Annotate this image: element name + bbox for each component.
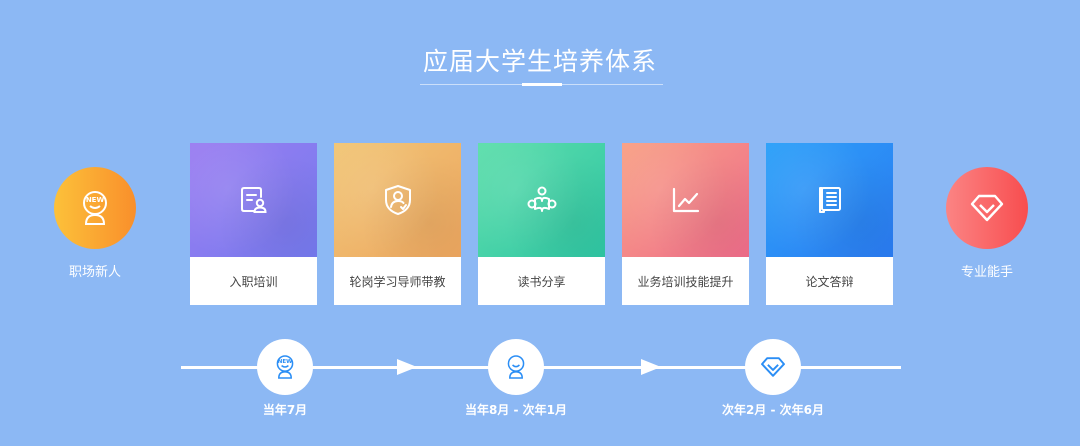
stage-banner bbox=[478, 143, 605, 257]
page-title: 应届大学生培养体系 bbox=[422, 47, 657, 76]
stage-card-thesis-defense[interactable]: 论文答辩 bbox=[766, 143, 893, 305]
milestone-badge: NEW bbox=[257, 339, 313, 395]
timeline-arrow bbox=[397, 359, 417, 375]
milestone-badge bbox=[745, 339, 801, 395]
stage-label: 入职培训 bbox=[229, 274, 278, 289]
end-endpoint-badge bbox=[946, 167, 1028, 249]
diamond-icon bbox=[761, 357, 785, 377]
smile-person-icon bbox=[507, 355, 525, 379]
start-endpoint: NEW 职场新人 bbox=[54, 167, 136, 280]
new-person-icon: NEW bbox=[276, 355, 294, 379]
line-chart-icon bbox=[672, 187, 699, 213]
stage-banner bbox=[766, 143, 893, 257]
svg-text:NEW: NEW bbox=[278, 359, 292, 365]
stage-card-rotation-mentoring[interactable]: 轮岗学习导师带教 bbox=[334, 143, 461, 305]
stage-banner bbox=[622, 143, 749, 257]
stage-label: 轮岗学习导师带教 bbox=[349, 274, 446, 289]
stage-card-skills-training[interactable]: 业务培训技能提升 bbox=[622, 143, 749, 305]
milestone-label: 当年8月 - 次年1月 bbox=[464, 403, 568, 417]
stage-label: 业务培训技能提升 bbox=[637, 274, 734, 289]
reading-person-icon bbox=[527, 186, 556, 212]
start-endpoint-badge: NEW bbox=[54, 167, 136, 249]
start-endpoint-label: 职场新人 bbox=[68, 265, 121, 280]
milestone-aug-jan: 当年8月 - 次年1月 bbox=[436, 339, 596, 418]
title-accent-bar bbox=[522, 83, 562, 86]
svg-text:NEW: NEW bbox=[86, 196, 105, 204]
new-person-icon: NEW bbox=[83, 191, 107, 225]
stage-banner bbox=[190, 143, 317, 257]
milestone-label: 次年2月 - 次年6月 bbox=[721, 403, 825, 417]
stage-label: 论文答辩 bbox=[805, 274, 854, 289]
milestone-badge bbox=[488, 339, 544, 395]
timeline-arrow bbox=[641, 359, 661, 375]
document-person-icon bbox=[240, 187, 267, 213]
end-endpoint-label: 专业能手 bbox=[960, 265, 1013, 280]
milestone-feb-jun: 次年2月 - 次年6月 bbox=[693, 339, 853, 418]
scroll-icon bbox=[818, 187, 841, 213]
shield-person-icon bbox=[384, 185, 411, 215]
end-endpoint: 专业能手 bbox=[946, 167, 1028, 280]
stage-banner bbox=[334, 143, 461, 257]
stage-card-book-sharing[interactable]: 读书分享 bbox=[478, 143, 605, 305]
milestone-label: 当年7月 bbox=[262, 403, 308, 417]
diamond-icon bbox=[970, 194, 1004, 222]
milestone-july: NEW 当年7月 bbox=[205, 339, 365, 418]
stage-card-onboarding[interactable]: 入职培训 bbox=[190, 143, 317, 305]
stage-label: 读书分享 bbox=[517, 274, 566, 289]
